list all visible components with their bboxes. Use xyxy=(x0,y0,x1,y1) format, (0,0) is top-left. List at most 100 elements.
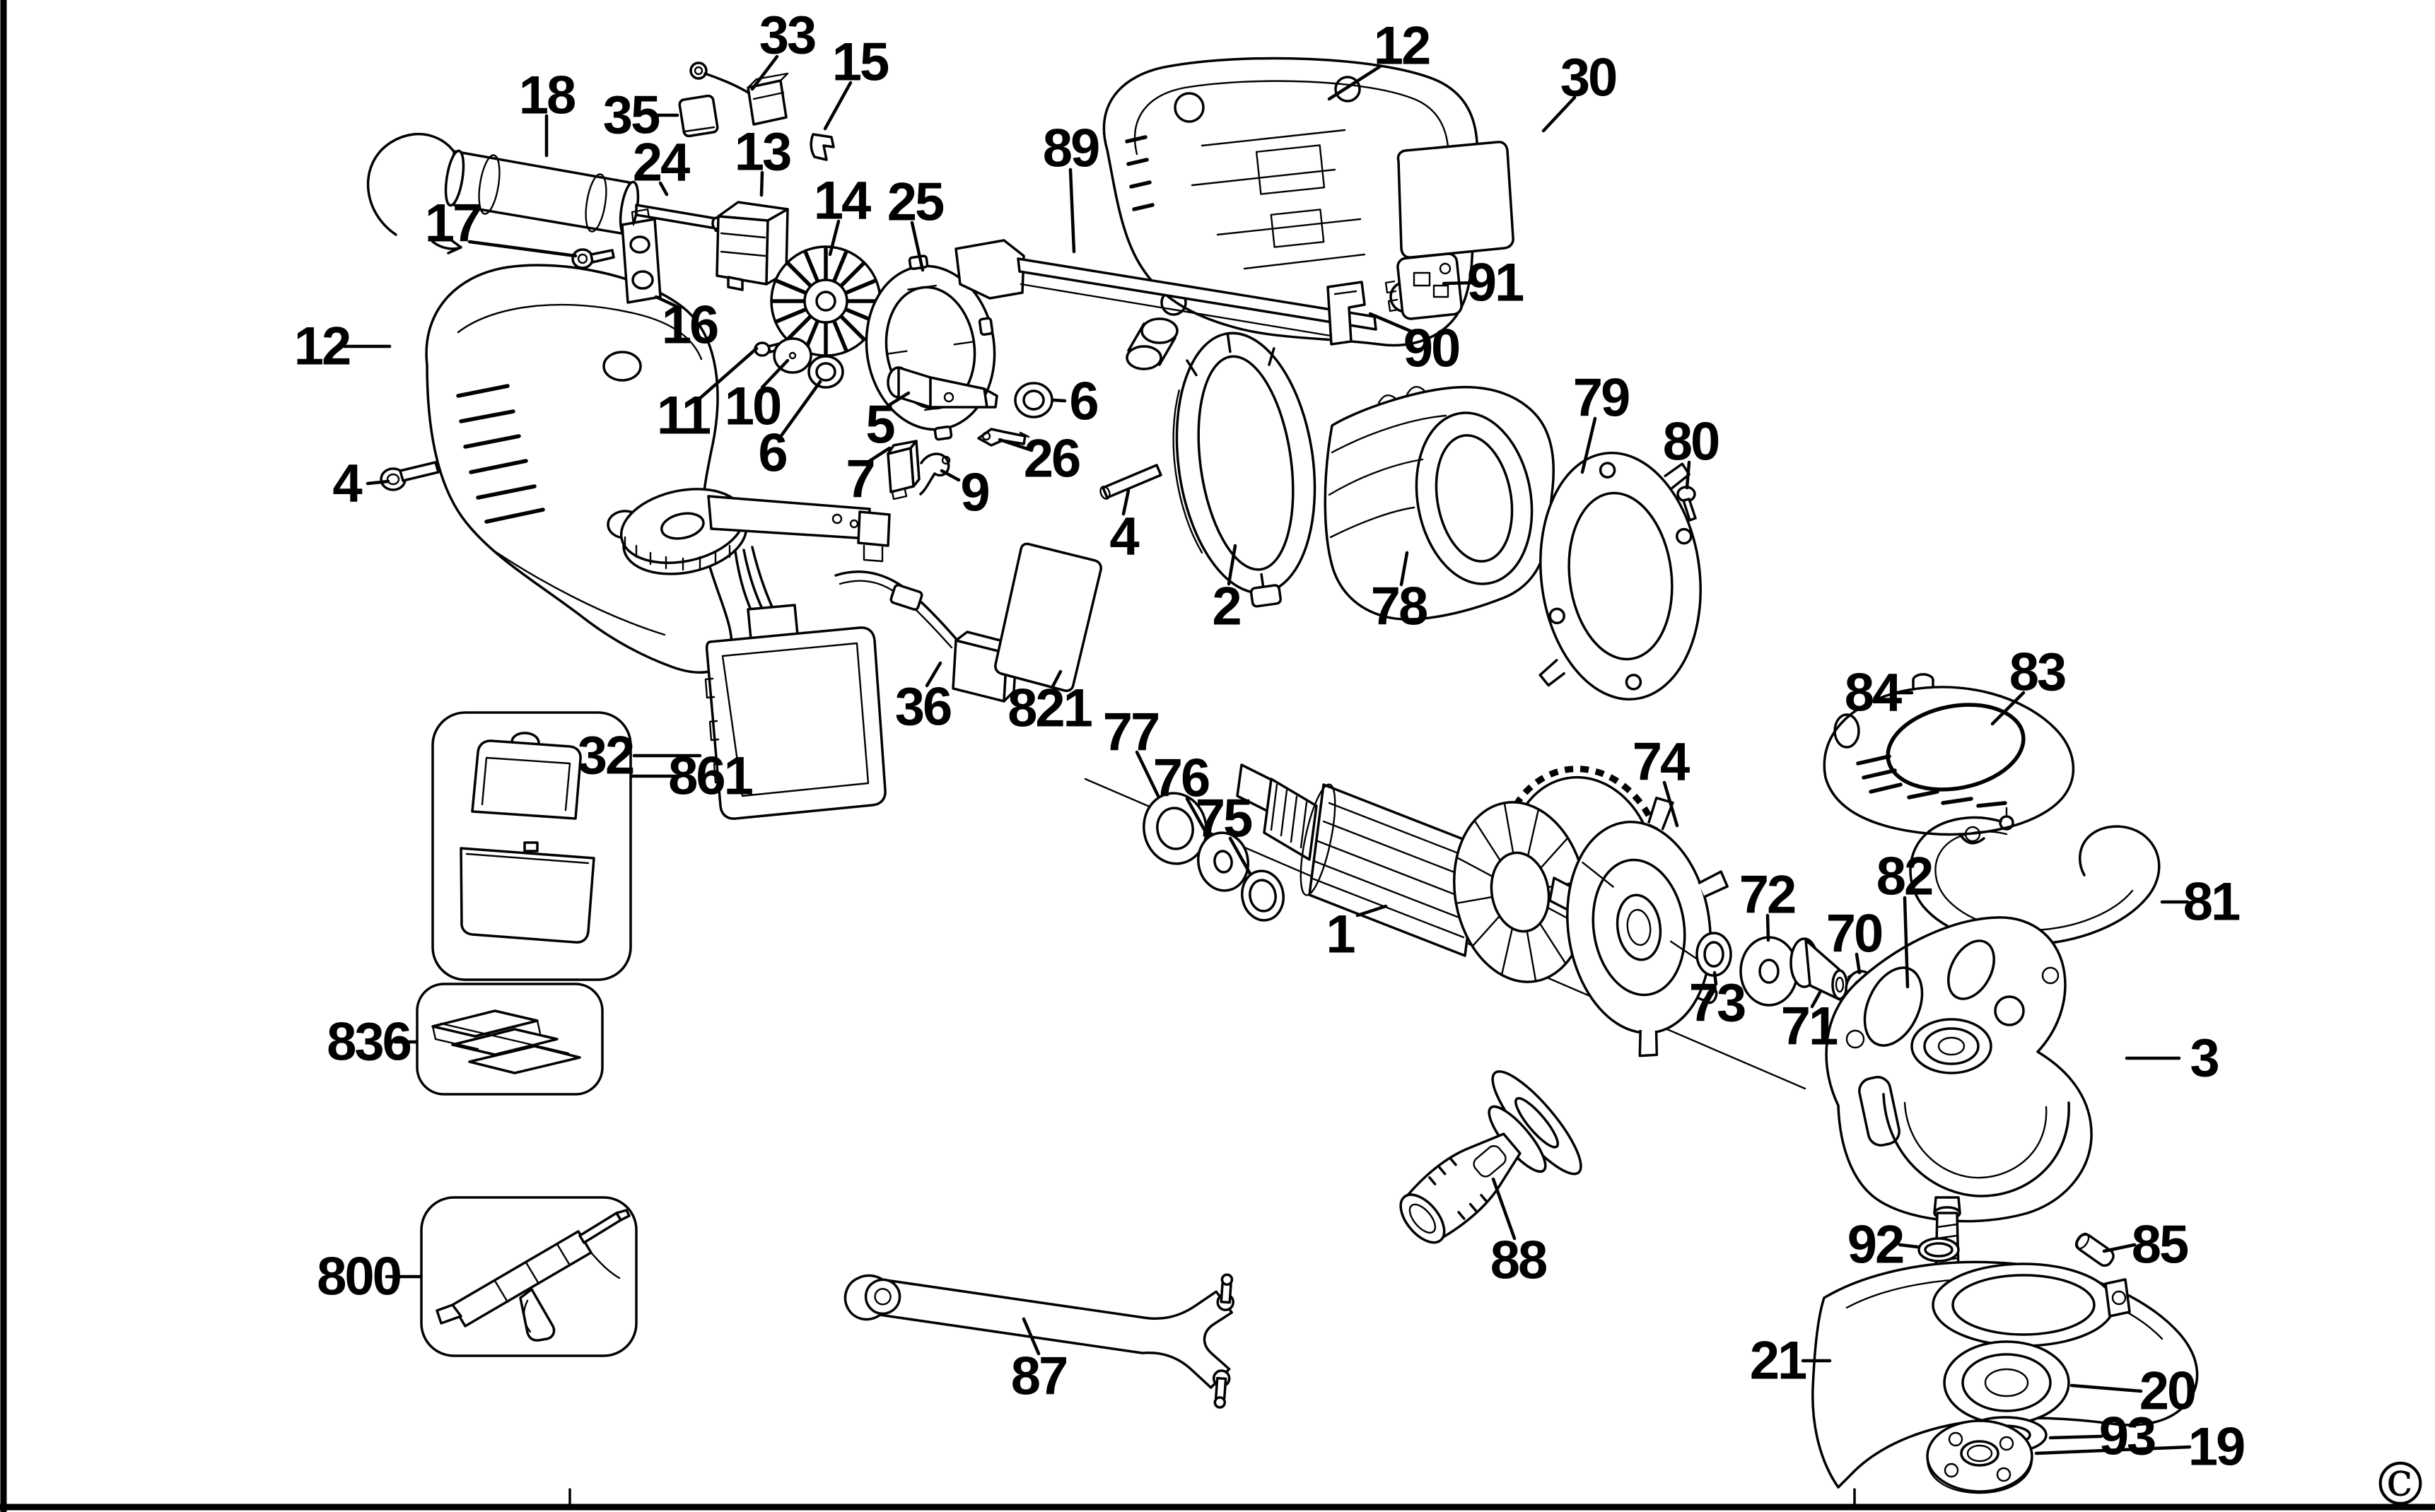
part-label-16: 16 xyxy=(662,295,718,356)
bushing-71-drawing xyxy=(1789,937,1848,1001)
kit-box-836-drawing xyxy=(416,983,604,1096)
leader-line-26 xyxy=(998,438,1034,452)
ring-6-left-drawing xyxy=(807,355,844,389)
part-label-18: 18 xyxy=(519,66,575,126)
washer-72-drawing xyxy=(1739,936,1799,1007)
oring-92-drawing xyxy=(1917,1237,1960,1262)
part-label-3: 3 xyxy=(2190,1028,2218,1089)
part-label-71: 71 xyxy=(1781,997,1838,1057)
part-label-89: 89 xyxy=(1043,119,1099,179)
bearing-retainer-drawing xyxy=(1538,452,1702,701)
leader-line-83 xyxy=(1990,691,2026,726)
leader-line-74 xyxy=(1662,780,1679,828)
pad-35-drawing xyxy=(678,94,719,138)
warning-sheet-drawing xyxy=(994,542,1102,692)
part-label-77: 77 xyxy=(1103,703,1159,763)
part-label-70: 70 xyxy=(1826,904,1882,964)
support-bar-drawing xyxy=(954,239,1377,339)
part-label-72: 72 xyxy=(1739,865,1795,925)
leader-line-90 xyxy=(1368,312,1415,334)
part-label-7: 7 xyxy=(846,450,873,510)
screw-17-drawing xyxy=(571,248,615,269)
leader-line-75 xyxy=(1228,836,1252,876)
terminal-plate-90-drawing xyxy=(1326,281,1366,346)
leader-line-30 xyxy=(1541,95,1577,133)
stator-drawing xyxy=(1324,385,1555,621)
part-label-87: 87 xyxy=(1011,1347,1067,1407)
part-label-800: 800 xyxy=(317,1247,401,1307)
leader-line-19 xyxy=(2034,1445,2192,1455)
brush-box-7-drawing xyxy=(887,440,921,500)
leader-line-4 xyxy=(366,479,390,486)
leader-line-88 xyxy=(1491,1177,1517,1241)
part-label-12: 12 xyxy=(1374,16,1430,76)
leader-line-71 xyxy=(1810,990,1822,1009)
leader-line-89 xyxy=(1068,168,1076,254)
kit-box-800-drawing xyxy=(420,1196,638,1357)
leader-line-12 xyxy=(1327,64,1382,101)
table-divider-tick xyxy=(568,1488,1856,1508)
part-label-36: 36 xyxy=(895,677,951,737)
clip-15-drawing xyxy=(810,133,835,161)
bracket-16-drawing xyxy=(621,208,662,304)
part-label-30: 30 xyxy=(1560,48,1616,108)
leader-line-85 xyxy=(2102,1243,2137,1253)
part-label-84: 84 xyxy=(1845,663,1902,723)
part-label-6: 6 xyxy=(758,423,786,484)
part-label-836: 836 xyxy=(327,1012,411,1072)
part-label-2: 2 xyxy=(1212,577,1240,637)
leader-line-1 xyxy=(1355,904,1388,918)
part-label-4: 4 xyxy=(332,454,362,514)
clamp-nut-19-drawing xyxy=(1926,1419,2033,1494)
leader-line-13 xyxy=(759,170,764,197)
leader-line-9 xyxy=(940,469,961,482)
part-label-92: 92 xyxy=(1847,1215,1903,1275)
leader-line-93 xyxy=(2048,1434,2103,1440)
part-label-14: 14 xyxy=(814,171,871,231)
part-label-75: 75 xyxy=(1196,789,1252,849)
leader-line-87 xyxy=(1022,1317,1041,1356)
leader-line-11 xyxy=(696,346,759,402)
leader-line-73 xyxy=(1712,971,1718,986)
flange-20-drawing xyxy=(1943,1340,2070,1425)
part-label-81: 81 xyxy=(2183,872,2240,932)
leader-line-82 xyxy=(1903,896,1910,989)
leader-line-2 xyxy=(1227,544,1237,586)
part-label-15: 15 xyxy=(832,33,889,93)
part-label-26: 26 xyxy=(1024,429,1080,489)
part-label-9: 9 xyxy=(960,463,988,523)
leader-line-7 xyxy=(868,446,892,463)
screw-80-drawing xyxy=(1676,486,1697,522)
part-label-19: 19 xyxy=(2188,1417,2244,1477)
part-label-35: 35 xyxy=(603,86,660,146)
part-label-5: 5 xyxy=(865,395,894,455)
leader-line-33 xyxy=(750,54,779,91)
leader-line-821 xyxy=(1051,669,1063,688)
field-ring-drawing xyxy=(1172,332,1316,608)
leader-line-4 xyxy=(1121,488,1131,516)
kit-box-861-drawing xyxy=(431,711,632,981)
part-label-20: 20 xyxy=(2139,1361,2195,1422)
leader-line-17 xyxy=(467,240,578,258)
part-label-12: 12 xyxy=(294,317,350,377)
leader-line-24 xyxy=(658,181,669,197)
gear-housing-drawing xyxy=(1102,57,1479,370)
part-label-13: 13 xyxy=(735,122,790,182)
part-label-17: 17 xyxy=(425,194,481,254)
electronics-plate-91-drawing xyxy=(1384,252,1463,320)
leader-line-25 xyxy=(910,221,925,272)
leader-line-6 xyxy=(780,380,822,437)
pin-wrench-drawing xyxy=(843,1273,1234,1409)
screw-4-left-drawing xyxy=(380,461,440,491)
ring-6-right-drawing xyxy=(1014,382,1053,418)
part-label-821: 821 xyxy=(1008,679,1092,739)
part-label-74: 74 xyxy=(1633,732,1690,792)
leader-line-10 xyxy=(760,358,790,389)
fan-drawing xyxy=(770,245,882,357)
part-label-80: 80 xyxy=(1663,412,1719,472)
part-label-24: 24 xyxy=(633,133,690,193)
leader-line-16 xyxy=(654,295,679,309)
part-label-10: 10 xyxy=(725,377,781,437)
leader-line-15 xyxy=(823,81,853,131)
